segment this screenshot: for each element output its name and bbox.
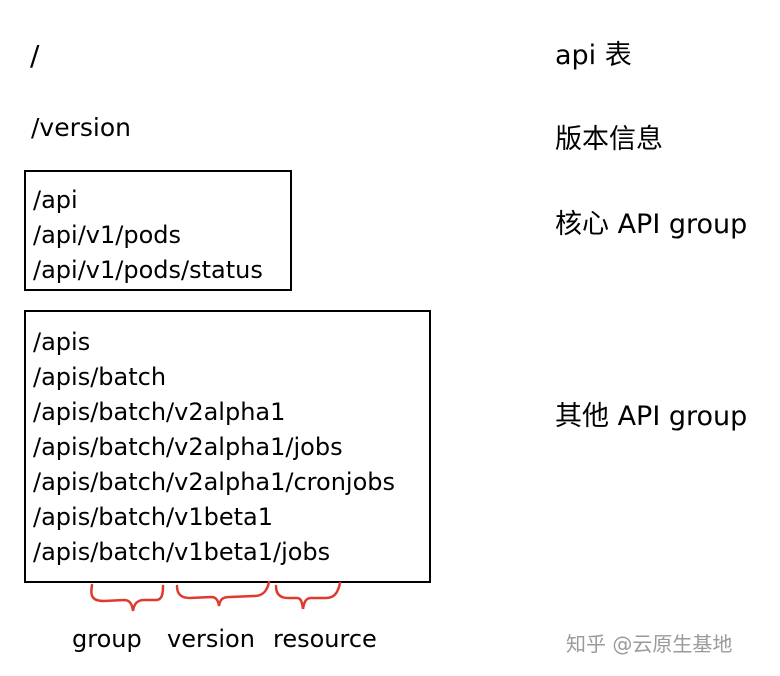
label-api-table: api 表 <box>555 40 632 71</box>
other-line-batch: /apis/batch <box>33 363 167 391</box>
core-line-pods-status: /api/v1/pods/status <box>33 256 263 284</box>
other-line-apis: /apis <box>33 328 91 356</box>
resource-label: resource <box>273 625 377 653</box>
other-line-v1beta1: /apis/batch/v1beta1 <box>33 503 273 531</box>
resource-brace <box>274 581 342 610</box>
group-brace <box>90 583 165 612</box>
label-version-info: 版本信息 <box>555 124 663 155</box>
other-line-v2alpha1: /apis/batch/v2alpha1 <box>33 398 286 426</box>
other-line-v2alpha1-jobs: /apis/batch/v2alpha1/jobs <box>33 433 343 461</box>
watermark: 知乎 @云原生基地 <box>566 632 733 656</box>
core-api-box: /api /api/v1/pods /api/v1/pods/status <box>24 170 292 291</box>
label-other-api-group: 其他 API group <box>555 401 748 432</box>
other-line-v2alpha1-cronjobs: /apis/batch/v2alpha1/cronjobs <box>33 468 396 496</box>
version-brace <box>175 580 271 607</box>
core-line-pods: /api/v1/pods <box>33 221 181 249</box>
group-label: group <box>72 625 142 653</box>
core-line-api: /api <box>33 186 78 214</box>
label-core-api-group: 核心 API group <box>555 209 748 240</box>
path-version: /version <box>31 113 131 142</box>
other-line-v1beta1-jobs: /apis/batch/v1beta1/jobs <box>33 538 331 566</box>
other-api-box: /apis /apis/batch /apis/batch/v2alpha1 /… <box>24 310 431 583</box>
version-label: version <box>167 625 255 653</box>
path-root: / <box>30 39 40 72</box>
